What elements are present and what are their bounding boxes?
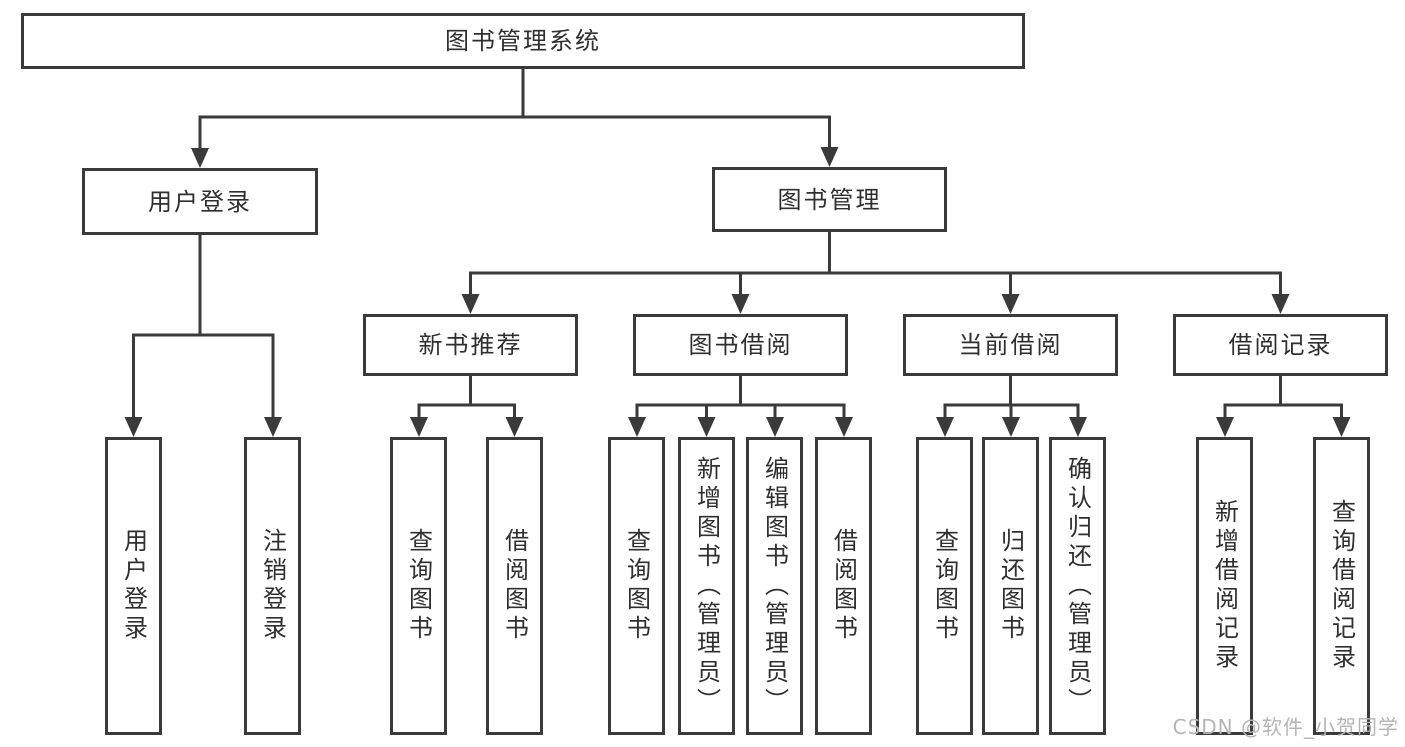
arrowhead-icon bbox=[461, 294, 480, 314]
leaf-edit-books-admin-label: 编辑图书（管理员） bbox=[760, 455, 789, 717]
leaf-query-borrow-record-label: 查询借阅记录 bbox=[1327, 499, 1356, 673]
node-new-book-recommendation: 新书推荐 bbox=[363, 314, 578, 376]
node-book-borrowing-label: 图书借阅 bbox=[688, 331, 793, 359]
leaf-query-books-borrowing-label: 查询图书 bbox=[622, 528, 651, 644]
arrowhead-icon bbox=[835, 417, 853, 437]
arrowhead-icon bbox=[1002, 417, 1020, 437]
node-current-borrowing: 当前借阅 bbox=[903, 314, 1118, 376]
leaf-add-books-admin-label: 新增图书（管理员） bbox=[692, 455, 721, 717]
node-library-system-label: 图书管理系统 bbox=[445, 27, 601, 55]
node-current-borrowing-label: 当前借阅 bbox=[958, 331, 1063, 359]
arrowhead-icon bbox=[124, 417, 143, 437]
connector-recommendation-split bbox=[410, 376, 524, 437]
leaf-add-borrow-record: 新增借阅记录 bbox=[1196, 437, 1253, 735]
leaf-borrow-books-borrowing: 借阅图书 bbox=[815, 437, 872, 735]
arrowhead-icon bbox=[628, 417, 646, 437]
node-new-book-recommendation-label: 新书推荐 bbox=[418, 331, 523, 359]
leaf-query-books-current: 查询图书 bbox=[916, 437, 973, 735]
leaf-user-login-label: 用户登录 bbox=[119, 528, 148, 644]
arrowhead-icon bbox=[1271, 294, 1290, 314]
leaf-logout: 注销登录 bbox=[244, 437, 301, 735]
arrowhead-icon bbox=[191, 148, 209, 168]
connector-root-split bbox=[191, 69, 839, 168]
csdn-watermark: CSDN @软件_小贺同学 bbox=[1172, 715, 1399, 739]
arrowhead-icon bbox=[410, 417, 428, 437]
node-user-login-label: 用户登录 bbox=[148, 187, 252, 216]
arrowhead-icon bbox=[505, 417, 524, 437]
leaf-query-books-borrowing: 查询图书 bbox=[608, 437, 665, 735]
leaf-user-login: 用户登录 bbox=[105, 437, 162, 735]
arrowhead-icon bbox=[1332, 417, 1351, 437]
connector-book-management-split bbox=[461, 232, 1290, 314]
node-borrowing-records-label: 借阅记录 bbox=[1228, 331, 1333, 359]
arrowhead-icon bbox=[697, 417, 716, 437]
arrowhead-icon bbox=[731, 294, 750, 314]
connector-records-split bbox=[1216, 376, 1351, 437]
leaf-add-borrow-record-label: 新增借阅记录 bbox=[1210, 499, 1239, 673]
node-book-borrowing: 图书借阅 bbox=[633, 314, 848, 376]
leaf-return-books: 归还图书 bbox=[982, 437, 1039, 735]
arrowhead-icon bbox=[820, 147, 839, 167]
leaf-return-books-label: 归还图书 bbox=[996, 528, 1025, 644]
connector-borrowing-split bbox=[628, 376, 853, 437]
arrowhead-icon bbox=[1001, 294, 1020, 314]
leaf-query-books-current-label: 查询图书 bbox=[930, 528, 959, 644]
node-book-management: 图书管理 bbox=[712, 167, 947, 232]
node-library-system: 图书管理系统 bbox=[21, 13, 1025, 69]
arrowhead-icon bbox=[1069, 417, 1087, 437]
leaf-borrow-books-recommend-label: 借阅图书 bbox=[500, 528, 529, 644]
arrowhead-icon bbox=[936, 417, 954, 437]
leaf-add-books-admin: 新增图书（管理员） bbox=[678, 437, 735, 735]
leaf-edit-books-admin: 编辑图书（管理员） bbox=[746, 437, 803, 735]
leaf-query-borrow-record: 查询借阅记录 bbox=[1313, 437, 1370, 735]
node-user-login: 用户登录 bbox=[82, 168, 318, 235]
leaf-confirm-return-admin: 确认归还（管理员） bbox=[1049, 437, 1106, 735]
leaf-borrow-books-recommend: 借阅图书 bbox=[486, 437, 543, 735]
arrowhead-icon bbox=[1216, 417, 1234, 437]
arrowhead-icon bbox=[766, 417, 784, 437]
leaf-confirm-return-admin-label: 确认归还（管理员） bbox=[1063, 455, 1092, 717]
connector-current-split bbox=[936, 376, 1087, 437]
leaf-borrow-books-borrowing-label: 借阅图书 bbox=[829, 528, 858, 644]
leaf-logout-label: 注销登录 bbox=[258, 528, 287, 644]
leaf-query-books-recommend: 查询图书 bbox=[390, 437, 447, 735]
arrowhead-icon bbox=[264, 417, 282, 437]
leaf-query-books-recommend-label: 查询图书 bbox=[404, 528, 433, 644]
connector-user-login-split bbox=[124, 235, 282, 437]
node-book-management-label: 图书管理 bbox=[777, 185, 882, 214]
node-borrowing-records: 借阅记录 bbox=[1173, 314, 1388, 376]
